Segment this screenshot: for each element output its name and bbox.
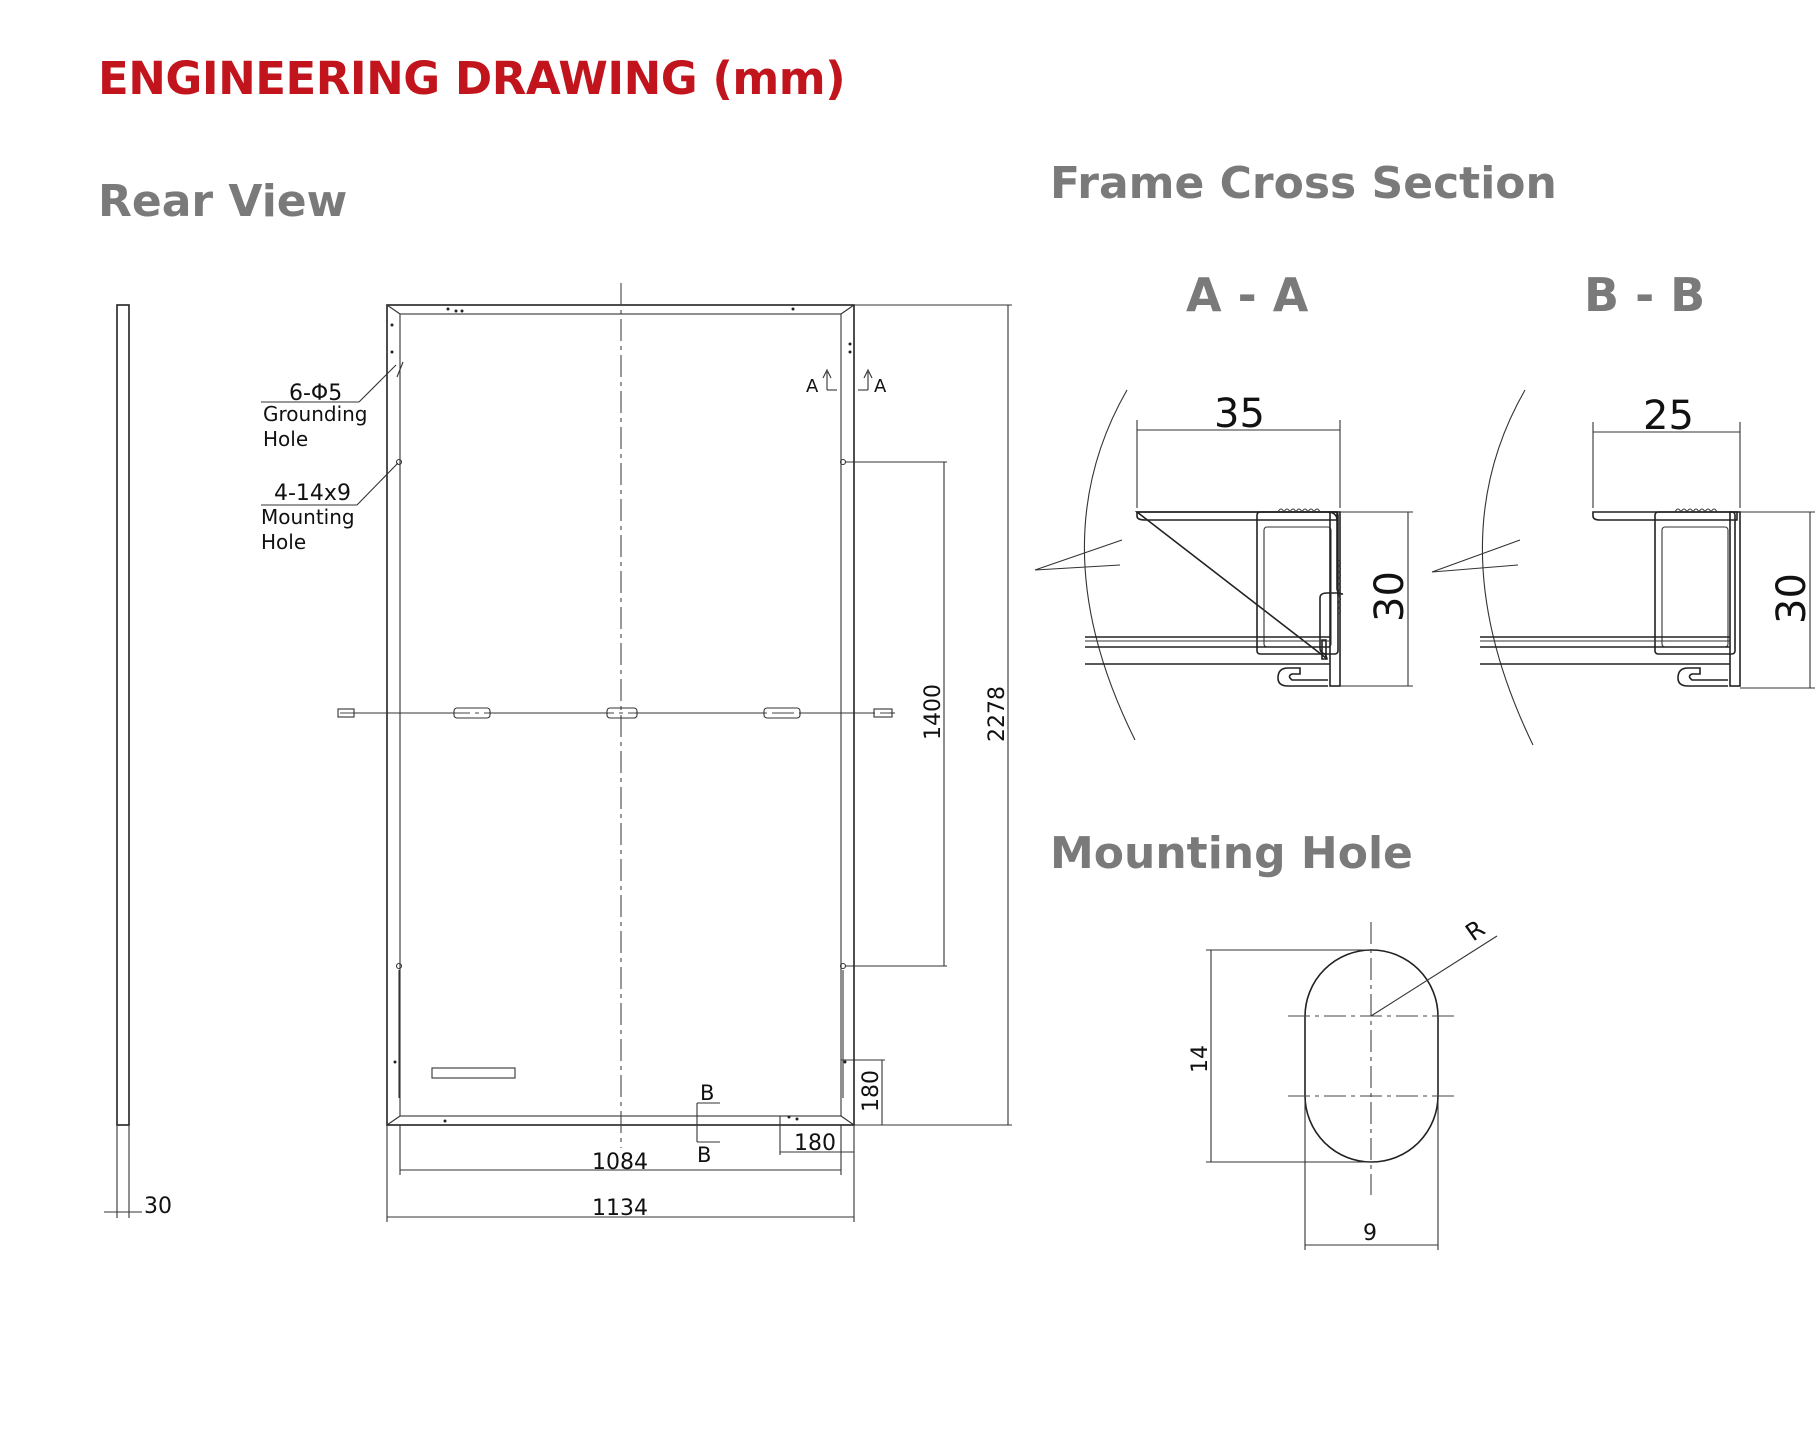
page-title: ENGINEERING DRAWING (mm)	[98, 52, 846, 105]
grounding-hole-label: Grounding	[263, 402, 368, 426]
section-aa-height: 30	[1367, 571, 1413, 622]
rear-view-panel	[386, 283, 855, 1148]
cable-assembly	[337, 707, 895, 719]
mounting-hole-spec: 4-14x9	[274, 481, 351, 506]
frame-cross-section-title: Frame Cross Section	[1050, 158, 1557, 209]
side-view: 30	[104, 304, 172, 1219]
dim-inner-width: 1084	[592, 1150, 648, 1175]
section-a-label-left: A	[806, 376, 819, 397]
section-b-label-top: B	[700, 1081, 714, 1105]
mounting-hole-width: 9	[1363, 1221, 1377, 1246]
section-aa-title: A - A	[1186, 268, 1309, 322]
mounting-hole-height: 14	[1188, 1045, 1213, 1073]
length-dimensions: 1400 2278	[845, 304, 1012, 1126]
section-a-markers: A A	[806, 368, 887, 397]
section-bb-title: B - B	[1584, 268, 1706, 322]
mounting-hole-callout: 4-14x9 Mounting Hole	[261, 462, 399, 554]
grounding-hole-callout: 6-Φ5 Grounding Hole	[261, 364, 397, 451]
mounting-hole-radius: R	[1460, 914, 1490, 947]
mounting-hole-label: Mounting	[261, 505, 355, 529]
section-bb-height: 30	[1769, 573, 1815, 624]
dim-thickness: 30	[144, 1194, 172, 1219]
dim-length: 2278	[985, 686, 1010, 742]
section-b-label-bottom: B	[697, 1143, 711, 1167]
section-b-markers: B B	[696, 1081, 720, 1167]
grounding-hole-spec: 6-Φ5	[289, 381, 342, 406]
mounting-hole-label-2: Hole	[261, 530, 306, 554]
dim-corner-v: 180	[859, 1070, 884, 1112]
dim-hole-spacing: 1400	[921, 684, 946, 740]
dim-corner-h: 180	[794, 1131, 836, 1156]
corner-dimensions: 180 180	[779, 1059, 885, 1156]
rear-view-title: Rear View	[98, 176, 348, 227]
section-bb-drawing: 25 30	[1431, 389, 1815, 746]
dim-outer-width: 1134	[592, 1196, 648, 1221]
width-dimensions: 1084 1134	[386, 1125, 855, 1222]
section-bb-width: 25	[1643, 393, 1694, 439]
section-aa-drawing: 35 30	[1034, 389, 1413, 741]
section-aa-width: 35	[1214, 391, 1265, 437]
mounting-hole-title: Mounting Hole	[1050, 828, 1413, 879]
mounting-hole-detail: R 14 9	[1188, 914, 1498, 1250]
section-a-label-right: A	[874, 376, 887, 397]
grounding-hole-label-2: Hole	[263, 427, 308, 451]
